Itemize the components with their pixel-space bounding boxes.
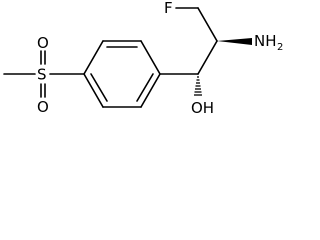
molecule-structure: S O O F NH 2 OH (3, 0, 283, 117)
ring-bond-a-b (83, 40, 104, 75)
ring-double-inner-f-a (90, 73, 108, 102)
amine-label: NH (254, 32, 277, 50)
wedge-bond-c2-amine (217, 38, 252, 45)
hash-bond-c1-hydroxyl (194, 76, 202, 96)
ring-bond-c-d (140, 40, 161, 75)
amine-subscript: 2 (277, 42, 283, 53)
ring-bond-f-a (83, 73, 104, 108)
hydroxyl-label: OH (191, 99, 214, 117)
ring-bond-d-e (140, 73, 161, 108)
sulfur-label: S (37, 66, 47, 84)
oxygen-top-label: O (37, 34, 49, 52)
bond-c1-c2 (197, 40, 218, 75)
fluorine-label: F (164, 0, 173, 17)
bond-c2-ch2 (197, 7, 218, 42)
ring-double-inner-d-e (136, 73, 154, 102)
oxygen-bottom-label: O (37, 98, 49, 116)
